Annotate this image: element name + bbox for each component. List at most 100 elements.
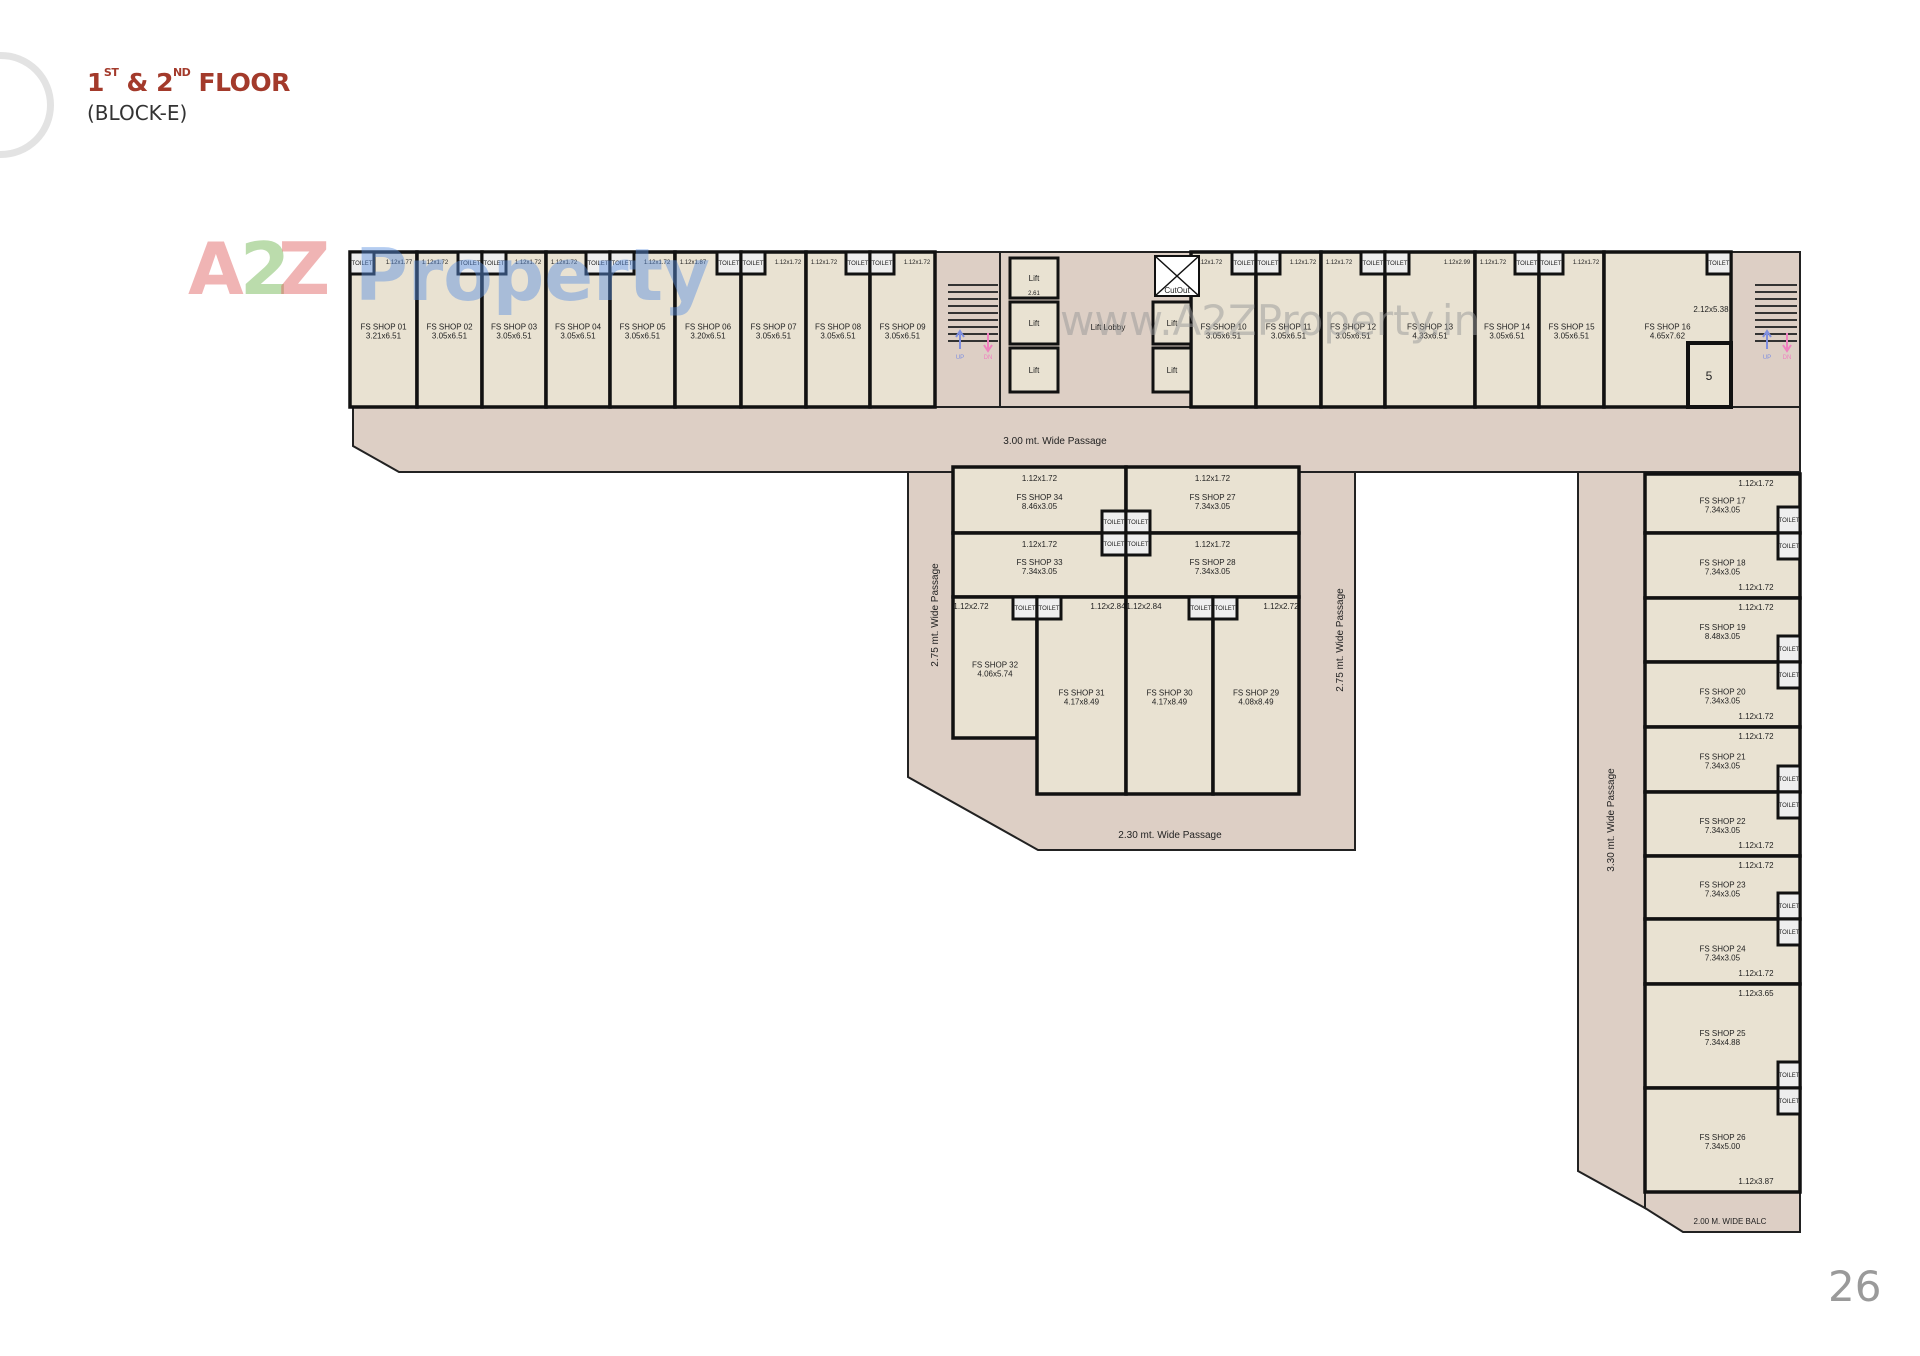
- watermark-2: 2: [240, 227, 290, 311]
- center-right-passage-label: 2.75 mt. Wide Passage: [1335, 588, 1346, 692]
- shop-sub-dimension: 1.12x1.77: [386, 260, 413, 266]
- toilet-label: TOILET: [1191, 606, 1212, 612]
- shop-outline: [1124, 531, 1301, 599]
- shop-sub-dimension: 1.12x2.84: [1090, 602, 1126, 611]
- shop-sub-dimension: 1.12x1.72: [515, 260, 542, 266]
- toilet-label: TOILET: [1779, 904, 1800, 910]
- shop-sub-dimension: 1.12x2.84: [1126, 602, 1162, 611]
- toilet-room: [868, 250, 896, 276]
- stair-up-label: UP: [956, 355, 964, 361]
- shop-sub-dimension: 1.12x1.72: [644, 260, 671, 266]
- shop-size: 3.05x6.51: [820, 332, 856, 341]
- east-passage-label: 3.30 mt. Wide Passage: [1606, 768, 1617, 872]
- duct-shaft: 5: [1686, 341, 1733, 409]
- shop-size: 3.05x6.51: [1271, 332, 1307, 341]
- shop-name: FS SHOP 24: [1699, 945, 1746, 954]
- stair-up-label: UP: [1763, 355, 1771, 361]
- title-number-1: 1: [87, 68, 104, 97]
- shop-name: FS SHOP 33: [1016, 558, 1063, 567]
- shop-name: FS SHOP 04: [555, 323, 602, 332]
- shop-size: 3.05x6.51: [560, 332, 596, 341]
- shop-size: 7.34x3.05: [1705, 890, 1741, 899]
- shop-outline: [951, 465, 1128, 535]
- shop-size: 7.34x3.05: [1705, 954, 1741, 963]
- lift-label: Lift: [1029, 319, 1040, 328]
- watermark-logo: A 2 Z: [188, 227, 330, 311]
- shop-outline: [1643, 1086, 1802, 1194]
- shop-name: FS SHOP 28: [1189, 558, 1236, 567]
- shop-sub-dimension: 1.12x1.72: [1738, 603, 1774, 612]
- toilet-room: [1776, 917, 1802, 947]
- shop-size: 3.05x6.51: [496, 332, 532, 341]
- toilet-label: TOILET: [1779, 777, 1800, 783]
- shop-sub-dimension: 1.12x1.72: [1738, 479, 1774, 488]
- lift-shaft: Lift: [1151, 300, 1193, 346]
- toilet-label: TOILET: [1779, 930, 1800, 936]
- shop-name: FS SHOP 22: [1699, 817, 1746, 826]
- shop-outline: [673, 250, 743, 409]
- shop-name: FS SHOP 32: [972, 661, 1019, 670]
- page-header: 1ST & 2ND FLOOR (BLOCK-E): [87, 66, 290, 125]
- shop-size: 3.05x6.51: [432, 332, 468, 341]
- balcony-label: 2.00 M. WIDE BALC: [1694, 1217, 1767, 1226]
- shop-name: FS SHOP 21: [1699, 753, 1746, 762]
- toilet-label: TOILET: [1128, 520, 1149, 526]
- shop-size: 3.05x6.51: [1489, 332, 1525, 341]
- shop-name: FS SHOP 13: [1407, 323, 1454, 332]
- shop-outline: [1643, 854, 1802, 921]
- shop-size: 4.65x7.62: [1650, 332, 1686, 341]
- shop-name: FS SHOP 03: [491, 323, 538, 332]
- shop-name: FS SHOP 15: [1548, 323, 1595, 332]
- shop-name: FS SHOP 12: [1330, 323, 1377, 332]
- toilet-room: [480, 250, 508, 276]
- shop-sub-dimension: 1.12x1.72: [1022, 540, 1058, 549]
- lift-label: Lift: [1167, 366, 1178, 375]
- shop-name: FS SHOP 25: [1699, 1029, 1746, 1038]
- shop-sub-dimension: 1.12x1.72: [1738, 712, 1774, 721]
- watermark-a: A: [188, 227, 244, 311]
- toilet-label: TOILET: [1517, 261, 1538, 267]
- shop-outline: [868, 250, 937, 409]
- shop-sub-dimension: 1.12x1.72: [1290, 260, 1317, 266]
- shop-size: 7.34x3.05: [1705, 697, 1741, 706]
- block-subtitle: (BLOCK-E): [87, 101, 188, 125]
- shop-size: 4.17x8.49: [1064, 698, 1100, 707]
- shop-sub-dimension: 1.12x1.72: [1480, 260, 1507, 266]
- down-arrow-icon: [1782, 333, 1792, 353]
- shop-sub-dimension: 1.12x1.72: [1196, 260, 1223, 266]
